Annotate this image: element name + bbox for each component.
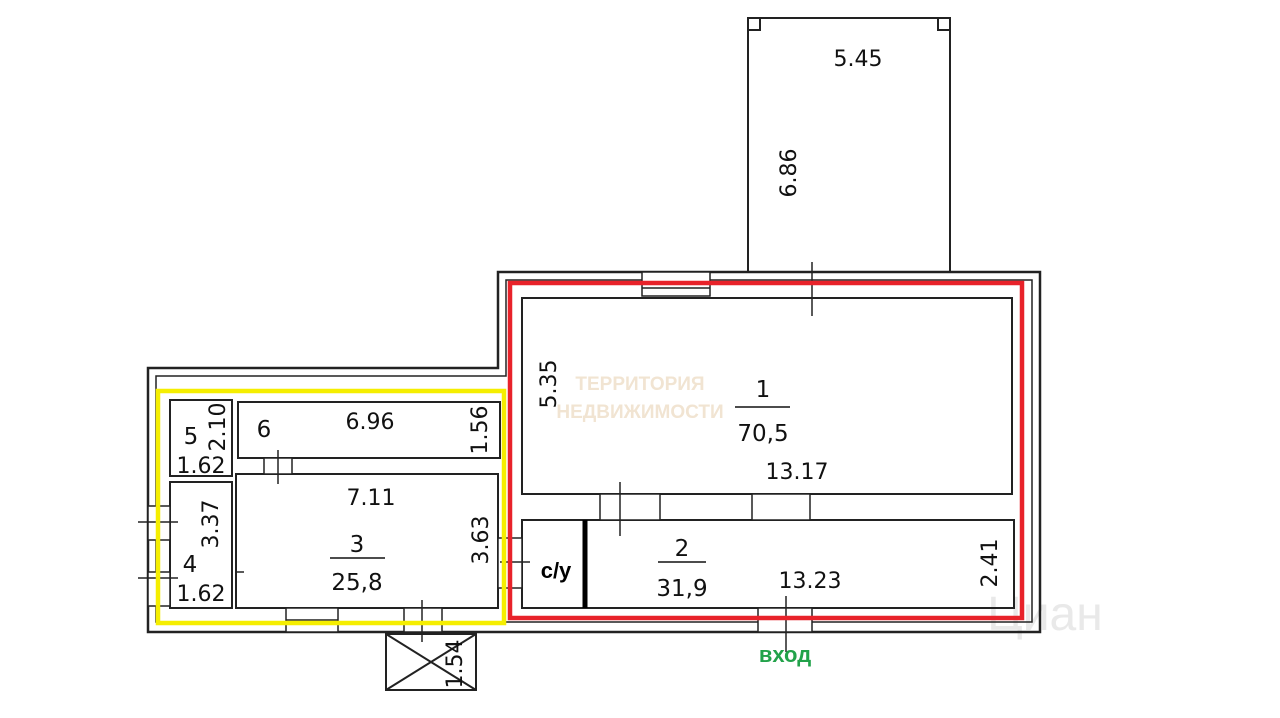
room-4-height: 3.37 bbox=[199, 500, 224, 549]
room-3-width: 7.11 bbox=[347, 486, 396, 511]
room-6-height: 1.56 bbox=[468, 406, 493, 455]
room-walls bbox=[169, 297, 1015, 609]
room-5-number: 5 bbox=[184, 424, 199, 450]
room-2-width: 13.23 bbox=[779, 569, 842, 594]
annex-depth: 6.86 bbox=[777, 149, 802, 198]
annex bbox=[747, 17, 951, 272]
porch-length: 1.54 bbox=[443, 640, 468, 689]
annex-width: 5.45 bbox=[834, 47, 883, 72]
room-2-area: 31,9 bbox=[656, 576, 707, 602]
room-2-outline bbox=[521, 519, 1015, 609]
room-3-number: 3 bbox=[350, 532, 365, 558]
room-6-number: 6 bbox=[257, 417, 272, 443]
zone-yellow[interactable] bbox=[155, 388, 507, 626]
bathroom-label: с/у bbox=[541, 558, 572, 583]
room-5-width: 1.62 bbox=[177, 454, 226, 479]
entrance-label: вход bbox=[759, 642, 811, 667]
room-5-height: 2.10 bbox=[206, 403, 231, 452]
room-4-outline bbox=[169, 481, 233, 609]
room-3-height: 3.63 bbox=[469, 516, 494, 565]
room-1-height: 5.35 bbox=[537, 360, 562, 409]
porch bbox=[385, 633, 477, 691]
room-1-area: 70,5 bbox=[737, 421, 788, 447]
room-5-outline bbox=[169, 399, 233, 477]
zone-red[interactable] bbox=[507, 280, 1025, 621]
outer-walls bbox=[146, 270, 1042, 634]
watermark-line1: ТЕРРИТОРИЯ bbox=[575, 374, 704, 395]
room-4-width: 1.62 bbox=[177, 582, 226, 607]
room-4-number: 4 bbox=[183, 552, 198, 578]
room-1-number: 1 bbox=[756, 377, 771, 403]
watermark-line2: НЕДВИЖИМОСТИ bbox=[556, 402, 723, 423]
room-3-area: 25,8 bbox=[331, 570, 382, 596]
room-6-outline bbox=[237, 401, 501, 459]
room-6-width: 6.96 bbox=[346, 410, 395, 435]
room-2-height: 2.41 bbox=[978, 539, 1003, 588]
room-1-width: 13.17 bbox=[766, 460, 829, 485]
room-2-number: 2 bbox=[675, 536, 690, 562]
